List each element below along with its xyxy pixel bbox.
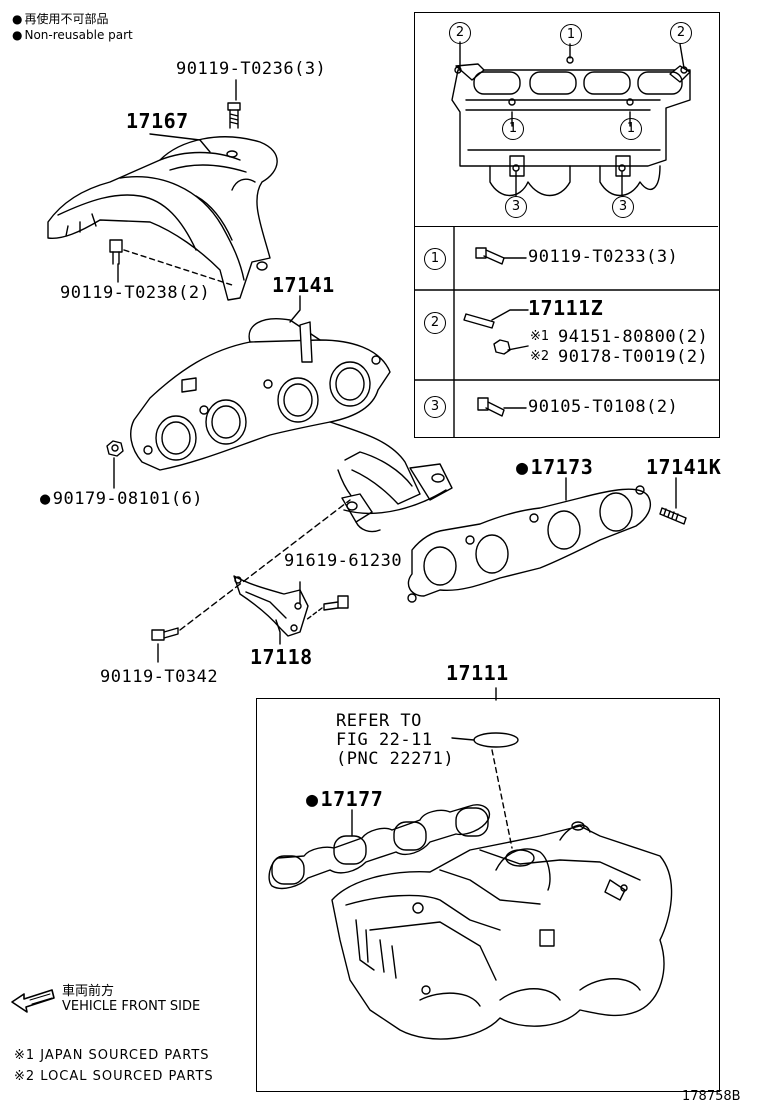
row-1-part: 90119-T0233(3) [528,247,679,267]
stud-bolt-icon [463,313,495,329]
label-17141K: 17141K [646,455,722,479]
label-17167: 17167 [126,109,189,133]
legend-jp: 再使用不可部品 [12,10,109,27]
label-90179-08101: 90179-08101(6) [40,490,203,508]
manifold-bracket-drawing [233,575,309,637]
note-2: ※2 LOCAL SOURCED PARTS [14,1069,214,1084]
row-1-num: 1 [424,248,446,270]
inset-table [414,226,718,437]
bolt-icon [227,102,241,129]
label-90119-T0236: 90119-T0236(3) [176,59,327,79]
callout-1-right: 1 [620,118,642,140]
callout-3-left: 3 [505,196,527,218]
row-2-part: 17111Z [528,296,604,320]
bolt-icon [475,247,505,265]
row-2-sub2-mark: ※2 [530,349,550,364]
inset-frame [414,12,720,438]
front-jp: 車両前方 [62,984,115,999]
row-3-part: 90105-T0108(2) [528,397,679,417]
intake-manifold-frame [256,698,720,1092]
callout-1-top: 1 [560,24,582,46]
label-90119-T0342: 90119-T0342 [100,667,219,687]
intake-manifold-top-drawing [451,56,691,197]
callout-2-left: 2 [449,22,471,44]
exhaust-gasket-drawing [407,485,652,603]
nut-icon [106,440,124,457]
bolt-icon [151,627,179,641]
label-17141: 17141 [272,273,335,297]
callout-2-right: 2 [670,22,692,44]
refer-line-2: FIG 22-11 [336,730,433,750]
row-2-sub2-part: 90178-T0019(2) [558,347,709,367]
refer-line-3: (PNC 22271) [336,749,455,769]
note-1: ※1 JAPAN SOURCED PARTS [14,1048,210,1063]
exhaust-manifold-drawing [130,318,453,533]
heat-insulator-drawing [47,136,278,301]
label-17118: 17118 [250,645,313,669]
bolt-icon [109,239,123,265]
row-3-num: 3 [424,396,446,418]
label-90119-T0238: 90119-T0238(2) [60,283,211,303]
label-91619-61230: 91619-61230 [284,551,403,571]
front-en: VEHICLE FRONT SIDE [62,999,201,1014]
callout-1-left: 1 [502,118,524,140]
row-2-sub1-part: 94151-80800(2) [558,327,709,347]
label-17177: 17177 [306,789,383,809]
label-17173: 17173 [516,457,593,477]
stud-bolt-icon [659,507,687,525]
figure-code: 178758B [682,1089,741,1104]
row-2-num: 2 [424,312,446,334]
intake-manifold-drawing [331,821,673,1040]
row-2-sub1-mark: ※1 [530,329,550,344]
callout-3-right: 3 [612,196,634,218]
bolt-icon [477,397,505,417]
legend-en: Non-reusable part [12,28,133,42]
vehicle-front-arrow-icon [11,989,55,1013]
refer-line-1: REFER TO [336,711,422,731]
intake-gasket-drawing [268,804,491,890]
bolt-icon [323,595,349,611]
label-17111: 17111 [446,661,509,685]
